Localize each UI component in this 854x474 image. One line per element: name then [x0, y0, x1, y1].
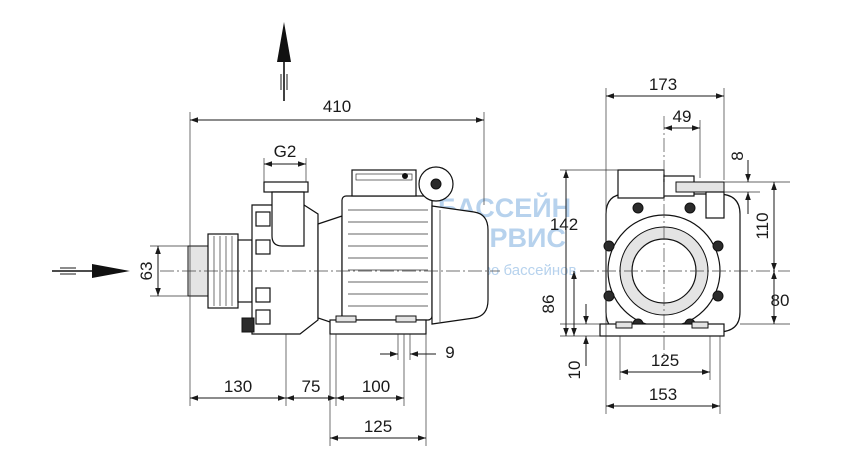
dimension-body-to-foot: 75	[286, 377, 336, 401]
label-153: 153	[649, 385, 677, 404]
dimension-outlet-height: 142	[550, 170, 578, 336]
dimension-foot-width: 153	[606, 385, 720, 409]
dimension-inlet-to-body: 130	[190, 377, 286, 401]
front-extension-lines	[560, 88, 790, 414]
label-75: 75	[302, 377, 321, 396]
label-86: 86	[539, 295, 558, 314]
dimension-foot-hole: 9	[380, 343, 455, 362]
label-80: 80	[771, 291, 790, 310]
label-10: 10	[565, 361, 584, 380]
label-100: 100	[362, 377, 390, 396]
dimension-inlet-height: 63	[137, 246, 161, 296]
side-extension-lines	[150, 112, 485, 446]
dimension-overall-width: 173	[606, 75, 724, 99]
dimension-foot-thickness: 10	[565, 304, 589, 380]
label-125-front: 125	[651, 351, 679, 370]
outlet-flow-arrow-icon	[277, 22, 291, 101]
dimension-outlet-flange: 8	[728, 151, 751, 214]
pump-front-outline	[599, 169, 741, 337]
label-g2: G2	[274, 142, 297, 161]
dimension-outlet-to-center: 110	[753, 182, 777, 271]
dimension-foot-length: 125	[330, 417, 426, 441]
dimension-outlet-thread: G2	[264, 142, 306, 167]
dimension-overall-length: 410	[190, 97, 484, 123]
dimension-outlet-offset: 49	[664, 107, 700, 131]
side-view: 410 G2 63 130 75 100 9 125	[52, 22, 500, 446]
front-view: 173 49 8 142 110 86 80 10	[539, 75, 790, 414]
inlet-flow-arrow-icon	[52, 264, 130, 278]
label-8: 8	[728, 151, 747, 160]
dimension-foot-spacing: 100	[336, 377, 404, 401]
dimension-center-height: 86	[539, 271, 577, 336]
dimension-center-height-right: 80	[771, 271, 790, 324]
label-63: 63	[137, 262, 156, 281]
pump-side-outline	[187, 166, 489, 335]
label-49: 49	[673, 107, 692, 126]
label-142: 142	[550, 215, 578, 234]
label-173: 173	[649, 75, 677, 94]
label-125-side: 125	[364, 417, 392, 436]
dimension-foot-hole-spacing: 125	[620, 351, 710, 375]
label-110: 110	[753, 212, 772, 239]
label-410: 410	[323, 97, 351, 116]
label-9: 9	[445, 343, 454, 362]
label-130: 130	[224, 377, 252, 396]
